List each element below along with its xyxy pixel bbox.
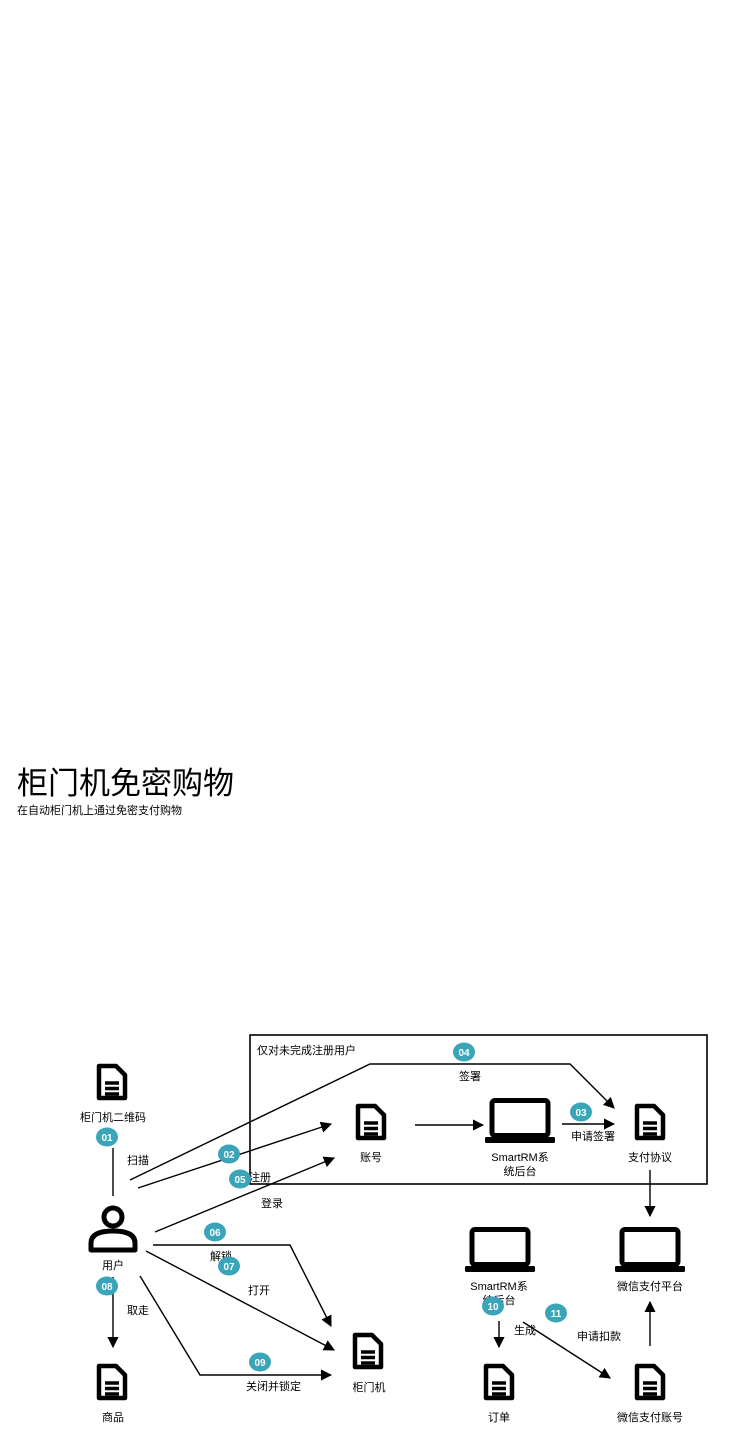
step-number-10: 10 <box>487 1302 499 1313</box>
step-label-07: 打开 <box>248 1283 270 1297</box>
step-label-09: 关闭并锁定 <box>246 1379 301 1393</box>
arrow-login <box>154 1156 336 1233</box>
step-label-05: 登录 <box>261 1196 283 1210</box>
step-number-01: 01 <box>101 1133 113 1144</box>
wechat-platform-laptop-icon <box>615 1230 685 1273</box>
step-number-03: 03 <box>575 1108 587 1119</box>
node-label-wechat-account: 微信支付账号 <box>617 1410 683 1424</box>
arrow-apply-deduct <box>522 1321 611 1379</box>
node-label-account: 账号 <box>360 1151 382 1164</box>
step-badge-11 <box>545 1303 567 1323</box>
arrow-sign <box>129 1063 615 1181</box>
step-number-08: 08 <box>101 1282 113 1293</box>
node-label-user: 用户 <box>102 1258 124 1272</box>
unregistered-region-box <box>249 1034 708 1185</box>
step-badge-03 <box>570 1102 592 1122</box>
node-label-goods: 商品 <box>102 1410 124 1424</box>
page-title: 柜门机免密购物 <box>17 766 234 801</box>
step-badge-09 <box>249 1352 271 1372</box>
step-label-02: 注册 <box>249 1170 271 1184</box>
step-label-08: 取走 <box>127 1304 149 1317</box>
user-person-icon <box>91 1208 135 1250</box>
node-label-agreement: 支付协议 <box>628 1150 672 1164</box>
step-number-06: 06 <box>209 1228 221 1239</box>
node-label-backend-line2: 统后台 <box>504 1164 537 1178</box>
node-label-backend2-line1: SmartRM系 <box>470 1280 527 1293</box>
step-badge-04 <box>453 1042 475 1062</box>
step-label-03: 申请签署 <box>571 1129 615 1143</box>
node-label-wechat-platform: 微信支付平台 <box>617 1279 683 1293</box>
step-badge-10 <box>482 1296 504 1316</box>
step-number-07: 07 <box>223 1262 235 1273</box>
step-label-01: 扫描 <box>127 1153 149 1167</box>
goods-document-icon <box>99 1366 125 1398</box>
node-label-cabinet: 柜门机 <box>353 1380 386 1394</box>
step-number-05: 05 <box>234 1175 246 1186</box>
arrow-open <box>145 1250 335 1351</box>
step-badge-07 <box>218 1256 240 1276</box>
backend-laptop-icon-2 <box>465 1230 535 1273</box>
step-label-10: 生成 <box>514 1323 536 1337</box>
step-number-11: 11 <box>551 1309 562 1320</box>
agreement-document-icon <box>637 1106 663 1138</box>
arrow-unlock <box>153 1244 332 1327</box>
step-label-04: 签署 <box>459 1069 481 1083</box>
step-badge-01 <box>96 1127 118 1147</box>
backend-laptop-icon <box>485 1101 555 1144</box>
order-document-icon <box>486 1366 512 1398</box>
wechat-account-document-icon <box>637 1366 663 1398</box>
step-badge-08 <box>96 1276 118 1296</box>
account-document-icon <box>358 1106 384 1138</box>
step-badge-05 <box>229 1169 251 1189</box>
step-number-02: 02 <box>223 1150 235 1161</box>
step-number-04: 04 <box>458 1048 470 1059</box>
step-badge-06 <box>204 1222 226 1242</box>
step-label-11: 申请扣款 <box>577 1329 621 1343</box>
region-label: 仅对未完成注册用户 <box>257 1043 356 1057</box>
cabinet-document-icon <box>355 1335 381 1367</box>
node-label-backend-line1: SmartRM系 <box>491 1151 548 1164</box>
page-subtitle: 在自动柜门机上通过免密支付购物 <box>17 805 182 817</box>
node-label-order: 订单 <box>488 1411 510 1424</box>
step-number-09: 09 <box>254 1358 266 1369</box>
qrcode-document-icon <box>99 1066 125 1098</box>
arrow-close-lock <box>139 1275 333 1381</box>
step-badge-02 <box>218 1144 240 1164</box>
node-label-qrcode: 柜门机二维码 <box>80 1110 146 1124</box>
